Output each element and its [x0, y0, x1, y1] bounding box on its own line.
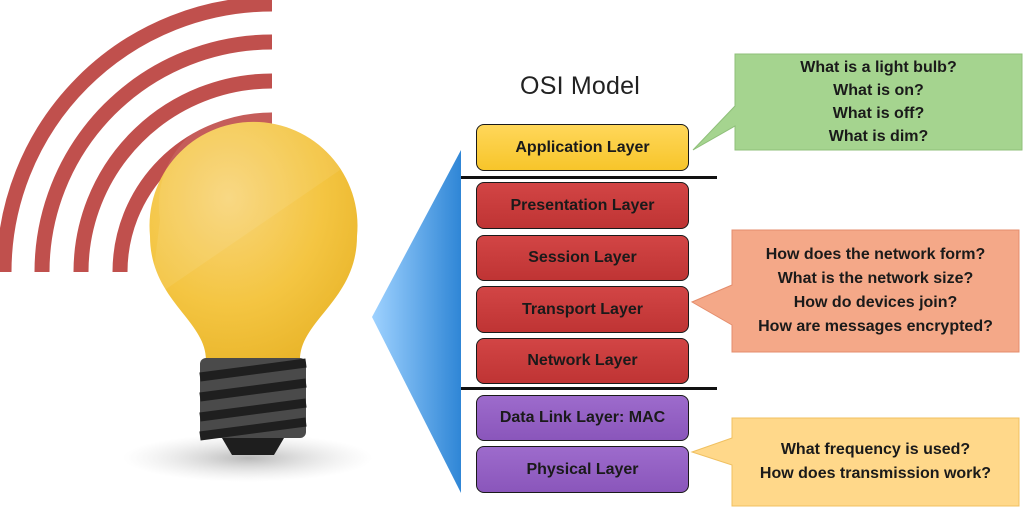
callout-network-text: How does the network form? What is the n…	[732, 230, 1019, 352]
layer-transport: Transport Layer	[476, 286, 689, 333]
callout-line: What frequency is used?	[780, 441, 971, 458]
separator-upper	[461, 176, 717, 179]
callout-line: What is dim?	[828, 128, 929, 145]
bulb-glass	[149, 121, 358, 360]
callout-line: What is the network size?	[777, 270, 974, 287]
layer-session: Session Layer	[476, 235, 689, 281]
callout-network-bubble	[690, 229, 1020, 353]
layer-data-link: Data Link Layer: MAC	[476, 395, 689, 441]
layer-physical: Physical Layer	[476, 446, 689, 493]
callout-line: How do devices join?	[793, 294, 958, 311]
bulb-highlight	[150, 111, 340, 301]
bulb-thread-stripes	[199, 358, 307, 441]
diagram-title: OSI Model	[520, 72, 640, 100]
layer-application: Application Layer	[476, 124, 689, 171]
callout-line: How does the network form?	[765, 246, 986, 263]
callout-physical-text: What frequency is used? How does transmi…	[732, 418, 1019, 506]
signal-arc-middle	[73, 73, 273, 273]
bulb-shadow	[123, 434, 373, 482]
callout-line: What is on?	[833, 82, 924, 99]
callout-line: How does transmission work?	[759, 465, 992, 482]
callout-line: What is a light bulb?	[800, 59, 957, 76]
callout-line: What is off?	[832, 105, 925, 122]
layer-funnel	[372, 150, 461, 493]
signal-arc-outer	[34, 34, 273, 273]
separator-lower	[461, 387, 717, 390]
layer-network: Network Layer	[476, 338, 689, 384]
callout-line: How are messages encrypted?	[758, 318, 993, 335]
callout-physical-bubble	[690, 417, 1020, 507]
light-bulb-icon	[123, 111, 373, 482]
bulb-contact	[222, 438, 284, 455]
signal-arc-outermost	[0, 0, 273, 273]
callout-application-text: What is a light bulb? What is on? What i…	[735, 54, 1022, 150]
layer-presentation: Presentation Layer	[476, 182, 689, 229]
callout-application-bubble	[692, 53, 1023, 151]
